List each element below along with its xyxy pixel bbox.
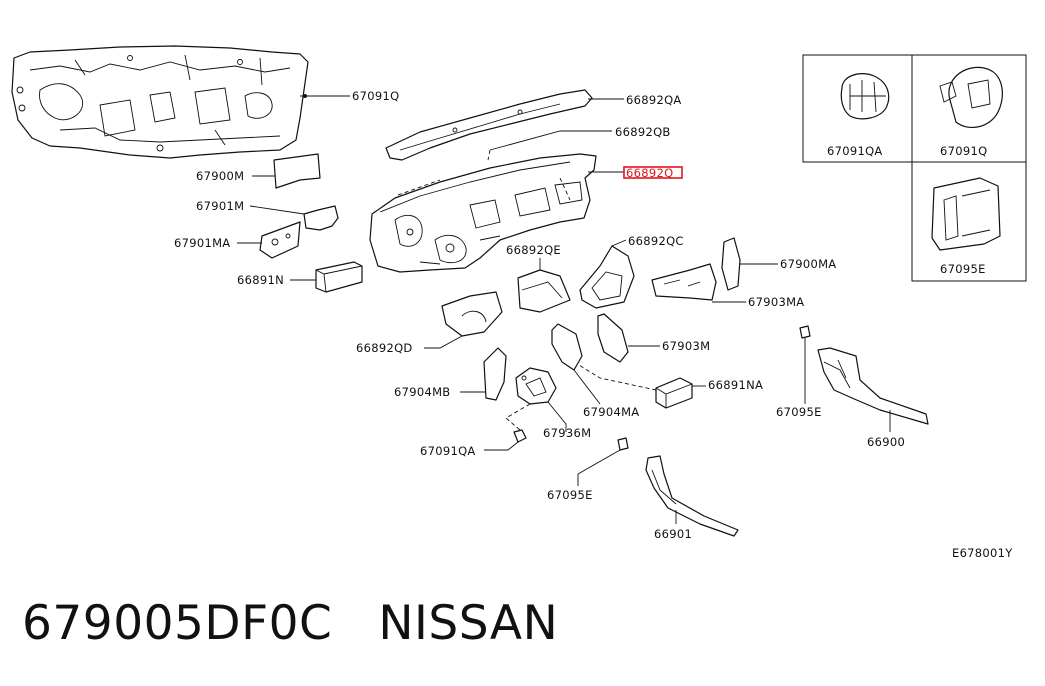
clip-67095E-bottom[interactable] [617,437,629,451]
label-67091QA-bottom: 67091QA [420,444,476,458]
trim-66900[interactable] [817,347,929,425]
insulator-66892QA[interactable] [385,89,593,161]
insulator-67904MA[interactable] [551,323,583,371]
label-67936M: 67936M [543,426,591,440]
caption: 679005DF0C NISSAN [22,596,558,651]
insulator-67903M[interactable] [597,313,629,363]
label-67900M: 67900M [196,169,244,183]
label-66892QE: 66892QE [506,243,561,257]
diagram-code: E678001Y [952,546,1013,560]
dash-insulator-67091Q[interactable] [11,45,309,159]
caption-part-number: 679005DF0C [22,596,333,651]
label-67091Q: 67091Q [352,89,399,103]
inset-clip-67091QA[interactable] [840,73,890,120]
label-67904MA: 67904MA [583,405,639,419]
label-66901: 66901 [654,527,692,541]
inset-panel [802,54,1027,282]
inset-clip-67095E[interactable] [931,177,1001,251]
inset-label-67091QA: 67091QA [827,144,883,158]
highlight-box [623,166,683,179]
label-66892QC: 66892QC [628,234,684,248]
insulator-66892QE[interactable] [517,269,571,313]
insulator-66892QD[interactable] [441,291,503,337]
label-66891N: 66891N [237,273,284,287]
insulator-67901M[interactable] [303,205,339,231]
block-66891N[interactable] [315,261,363,293]
label-67095E-bottom: 67095E [547,488,593,502]
bracket-67936M[interactable] [515,367,557,405]
insulator-67900MA[interactable] [721,237,741,291]
label-67095E-right: 67095E [776,405,822,419]
inset-label-67095E: 67095E [940,262,986,276]
caption-brand: NISSAN [378,596,559,651]
label-67904MB: 67904MB [394,385,451,399]
parts-diagram: 67091Q 66892QA 66892QB 66892Q 67900M 679… [11,45,1027,560]
inset-clip-67091Q[interactable] [939,66,1003,129]
label-66892QB: 66892QB [615,125,671,139]
label-66900: 66900 [867,435,905,449]
label-67903MA: 67903MA [748,295,804,309]
insulator-67904MB[interactable] [483,347,507,401]
dash-insulator-66892Q[interactable] [369,153,597,273]
insulator-67903MA[interactable] [651,263,717,301]
insulator-67901MA[interactable] [259,221,301,259]
label-66892Q[interactable]: 66892Q [626,166,673,180]
label-66892QD: 66892QD [356,341,413,355]
label-66891NA: 66891NA [708,378,763,392]
trim-66901[interactable] [645,455,739,537]
label-67901MA: 67901MA [174,236,230,250]
clip-67091QA[interactable] [513,429,527,443]
label-67903M: 67903M [662,339,710,353]
insulator-66892QC[interactable] [579,245,635,309]
label-67900MA: 67900MA [780,257,836,271]
clip-67095E-right[interactable] [799,325,811,339]
inset-label-67091Q: 67091Q [940,144,987,158]
label-67901M: 67901M [196,199,244,213]
insulator-67900M[interactable] [273,153,321,189]
block-66891NA[interactable] [655,377,693,409]
label-66892QA: 66892QA [626,93,682,107]
